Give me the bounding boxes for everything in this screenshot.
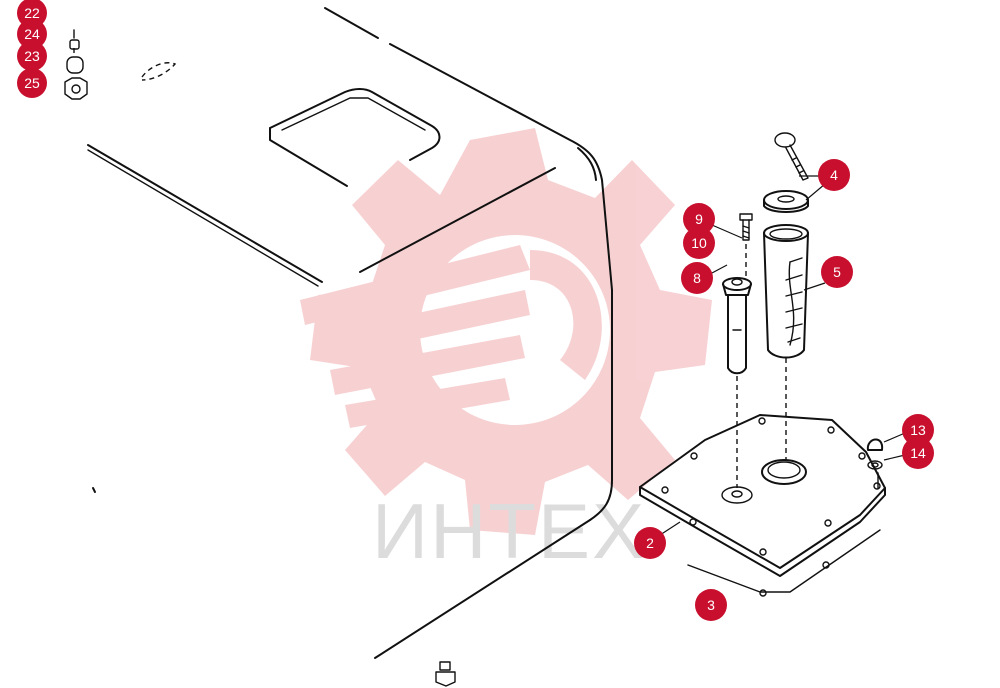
cover-plate <box>639 414 886 577</box>
callout-5[interactable]: 5 <box>821 256 853 288</box>
callout-8[interactable]: 8 <box>681 262 713 294</box>
callout-14[interactable]: 14 <box>902 437 934 469</box>
callout-10[interactable]: 10 <box>683 227 715 259</box>
bolt-part <box>739 213 753 241</box>
callout-25[interactable]: 25 <box>17 68 47 98</box>
callout-22[interactable]: 22 <box>17 0 47 28</box>
filler-cap <box>763 190 809 213</box>
svg-text:4: 4 <box>830 167 838 183</box>
machine-housing <box>87 7 613 659</box>
key-part <box>774 132 809 181</box>
callout-23[interactable]: 23 <box>17 41 47 71</box>
svg-text:9: 9 <box>695 211 703 227</box>
svg-text:14: 14 <box>910 445 926 461</box>
watermark-text: ИНТЕХ <box>372 487 646 575</box>
callout-4[interactable]: 4 <box>818 159 850 191</box>
callout-13[interactable]: 13 <box>902 414 934 446</box>
pin-part <box>722 277 752 375</box>
callout-2[interactable]: 2 <box>634 527 666 559</box>
svg-text:8: 8 <box>693 270 701 286</box>
svg-text:24: 24 <box>24 26 40 42</box>
svg-text:22: 22 <box>24 5 40 21</box>
filler-tube <box>763 224 809 359</box>
svg-text:25: 25 <box>24 75 40 91</box>
svg-text:3: 3 <box>707 597 715 613</box>
svg-text:10: 10 <box>691 235 707 251</box>
callouts: 22 23 24 25 4 9 10 8 <box>17 0 934 621</box>
callout-3[interactable]: 3 <box>695 589 727 621</box>
watermark-gear-logo: ИНТЕХ <box>300 128 712 575</box>
svg-text:13: 13 <box>910 422 926 438</box>
assembly-lines <box>73 48 787 488</box>
svg-text:5: 5 <box>833 264 841 280</box>
callout-24[interactable]: 24 <box>17 19 47 49</box>
svg-text:23: 23 <box>24 48 40 64</box>
callout-9[interactable]: 9 <box>683 203 715 235</box>
drain-plug <box>435 661 456 687</box>
gasket <box>687 529 881 597</box>
clip-part <box>141 62 177 81</box>
svg-text:2: 2 <box>646 535 654 551</box>
hardware-stack <box>64 29 88 100</box>
leader-lines <box>659 175 906 536</box>
dome-nut <box>866 438 884 489</box>
